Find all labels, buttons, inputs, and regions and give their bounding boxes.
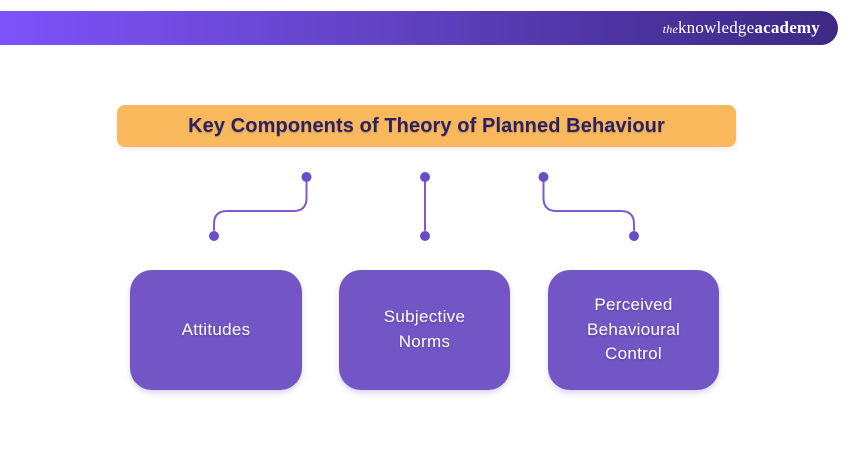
title-banner: Key Components of Theory of Planned Beha… xyxy=(117,105,736,147)
knowledge-academy-logo: theknowledgeacademy xyxy=(663,19,820,37)
page-title: Key Components of Theory of Planned Beha… xyxy=(188,114,665,137)
brand-topbar: theknowledgeacademy xyxy=(0,11,838,45)
logo-knowledge: knowledge xyxy=(677,18,755,37)
node-perceived-behavioural-control: Perceived Behavioural Control xyxy=(548,270,719,390)
connector-dots xyxy=(209,172,639,241)
node-label: Attitudes xyxy=(181,319,251,339)
node-label: Subjective Norms xyxy=(383,307,466,351)
node-attitudes: Attitudes xyxy=(130,270,302,390)
logo-the: the xyxy=(662,22,678,36)
node-subjective-norms: Subjective Norms xyxy=(339,270,510,390)
node-label: Perceived Behavioural Control xyxy=(586,295,681,364)
connector-left xyxy=(213,181,308,231)
connector-right xyxy=(542,181,635,231)
logo-academy: academy xyxy=(754,18,820,37)
